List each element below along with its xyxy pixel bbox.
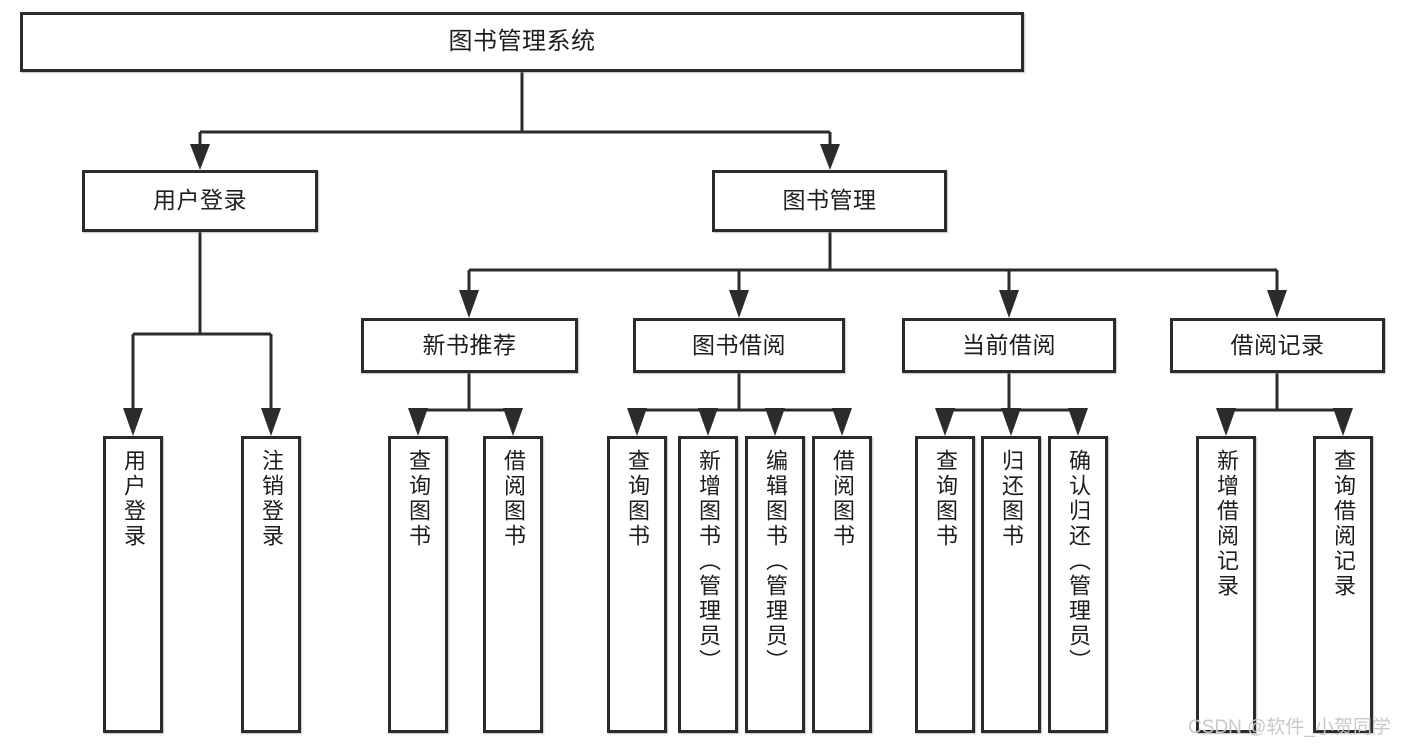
node-leaf-query-book-2[interactable]: 查询图书 bbox=[607, 436, 667, 733]
node-leaf-borrow-book-1-label: 借阅图书 bbox=[500, 449, 526, 549]
node-current-borrow[interactable]: 当前借阅 bbox=[902, 318, 1116, 373]
node-leaf-user-login-label: 用户登录 bbox=[120, 449, 146, 549]
node-new-book-recommend[interactable]: 新书推荐 bbox=[361, 318, 578, 373]
node-new-book-recommend-label: 新书推荐 bbox=[422, 331, 517, 358]
connector-currentborrow-to-leaves bbox=[935, 373, 1088, 436]
node-book-manage[interactable]: 图书管理 bbox=[712, 170, 947, 232]
node-leaf-borrow-book-1[interactable]: 借阅图书 bbox=[483, 436, 543, 733]
node-leaf-user-logout[interactable]: 注销登录 bbox=[241, 436, 301, 733]
node-leaf-add-record[interactable]: 新增借阅记录 bbox=[1196, 436, 1256, 733]
node-leaf-add-record-label: 新增借阅记录 bbox=[1213, 449, 1239, 599]
node-leaf-confirm-return-label: 确认归还（管理员） bbox=[1065, 449, 1091, 674]
node-leaf-confirm-return[interactable]: 确认归还（管理员） bbox=[1048, 436, 1108, 733]
node-leaf-query-book-3-label: 查询图书 bbox=[932, 449, 958, 549]
node-book-borrow-label: 图书借阅 bbox=[692, 331, 786, 358]
node-user-login[interactable]: 用户登录 bbox=[82, 170, 318, 232]
connector-userlogin-to-leaves bbox=[123, 232, 281, 436]
node-book-borrow[interactable]: 图书借阅 bbox=[633, 318, 845, 373]
node-leaf-query-record[interactable]: 查询借阅记录 bbox=[1313, 436, 1373, 733]
node-current-borrow-label: 当前借阅 bbox=[962, 331, 1056, 358]
connector-bookborrow-to-leaves bbox=[627, 373, 852, 436]
node-leaf-borrow-book-2-label: 借阅图书 bbox=[829, 449, 855, 549]
connector-root-to-level2 bbox=[190, 72, 840, 170]
node-leaf-return-book-label: 归还图书 bbox=[998, 449, 1024, 549]
node-leaf-query-record-label: 查询借阅记录 bbox=[1330, 449, 1356, 599]
node-leaf-edit-book[interactable]: 编辑图书（管理员） bbox=[745, 436, 805, 733]
node-leaf-user-login[interactable]: 用户登录 bbox=[103, 436, 163, 733]
node-root-label: 图书管理系统 bbox=[448, 27, 596, 55]
node-leaf-edit-book-label: 编辑图书（管理员） bbox=[762, 449, 788, 674]
connector-newbook-to-leaves bbox=[408, 373, 523, 436]
node-leaf-query-book-3[interactable]: 查询图书 bbox=[915, 436, 975, 733]
node-leaf-query-book-1[interactable]: 查询图书 bbox=[388, 436, 448, 733]
node-root[interactable]: 图书管理系统 bbox=[20, 12, 1024, 72]
node-borrow-record[interactable]: 借阅记录 bbox=[1170, 318, 1385, 373]
connector-bookmanage-to-level3 bbox=[459, 232, 1287, 318]
node-leaf-add-book[interactable]: 新增图书（管理员） bbox=[678, 436, 738, 733]
node-leaf-borrow-book-2[interactable]: 借阅图书 bbox=[812, 436, 872, 733]
node-book-manage-label: 图书管理 bbox=[782, 187, 877, 214]
connector-borrowrecord-to-leaves bbox=[1216, 373, 1353, 436]
node-leaf-query-book-2-label: 查询图书 bbox=[624, 449, 650, 549]
node-leaf-query-book-1-label: 查询图书 bbox=[405, 449, 431, 549]
node-leaf-add-book-label: 新增图书（管理员） bbox=[695, 449, 721, 674]
watermark-text: CSDN @软件_小贺同学 bbox=[1188, 717, 1391, 738]
node-user-login-label: 用户登录 bbox=[153, 187, 247, 214]
node-leaf-user-logout-label: 注销登录 bbox=[258, 449, 284, 549]
node-borrow-record-label: 借阅记录 bbox=[1230, 331, 1325, 358]
node-leaf-return-book[interactable]: 归还图书 bbox=[981, 436, 1041, 733]
